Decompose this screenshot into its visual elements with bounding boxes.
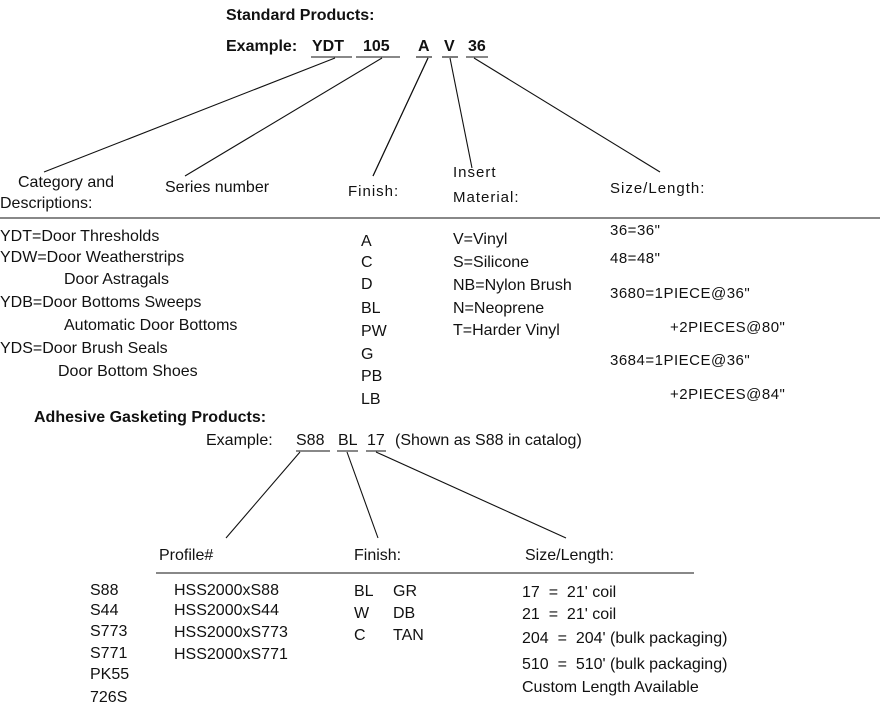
finish-item: BL [361, 300, 381, 317]
standard-example-label: Example: [226, 38, 298, 55]
size-item: 3684=1PIECE@36" [610, 352, 751, 369]
category-item: Door Astragals [64, 271, 169, 288]
insert-item: V=Vinyl [453, 231, 508, 248]
code-item: S88 [90, 582, 119, 599]
col-insert-line1: Insert [453, 164, 497, 181]
code-item: PK55 [90, 666, 130, 683]
adhesive-heading: Adhesive Gasketing Products: [34, 409, 267, 426]
pointer-profile [225, 451, 301, 539]
profile-item: HSS2000xS88 [174, 582, 279, 599]
finish-item: PB [361, 368, 383, 385]
code-item: 726S [90, 689, 128, 706]
col-adhesive-size: Size/Length: [525, 547, 614, 564]
col-category-line1: Category and [18, 174, 115, 191]
category-item: YDS=Door Brush Seals [0, 340, 168, 357]
adhesive-size-item: 204 = 204' (bulk packaging) [522, 630, 728, 647]
insert-item: S=Silicone [453, 254, 530, 271]
adhesive-part-finish: BL [338, 432, 358, 449]
standard-part-size: 36 [468, 38, 486, 55]
finish-item: C [361, 254, 373, 271]
adhesive-finish-item: TAN [393, 627, 424, 644]
adhesive-size-item: 510 = 510' (bulk packaging) [522, 656, 728, 673]
adhesive-part-profile: S88 [296, 432, 325, 449]
adhesive-finish-item: BL [354, 583, 374, 600]
pointer-finish-b [372, 57, 429, 177]
pointer-size [473, 57, 661, 173]
col-finish: Finish: [348, 183, 400, 200]
finish-item: PW [361, 323, 387, 340]
category-item: YDW=Door Weatherstrips [0, 249, 185, 266]
col-size: Size/Length: [610, 180, 706, 197]
pointer-insert [449, 57, 473, 169]
code-item: S44 [90, 602, 119, 619]
adhesive-finish-item: C [354, 627, 366, 644]
pointer-size-adhesive [375, 451, 567, 539]
adhesive-example-note: (Shown as S88 in catalog) [395, 432, 582, 449]
standard-part-series: 105 [363, 38, 390, 55]
size-item: 48=48" [610, 250, 661, 267]
col-series: Series number [165, 179, 270, 196]
pointer-finish-adhesive [346, 451, 379, 539]
size-item: +2PIECES@84" [670, 386, 786, 403]
adhesive-size-item: 17 = 21' coil [522, 584, 617, 601]
col-adhesive-finish: Finish: [354, 547, 402, 564]
pointer-series [184, 57, 383, 177]
insert-item: T=Harder Vinyl [453, 322, 560, 339]
size-item: +2PIECES@80" [670, 319, 786, 336]
standard-part-finish: A [418, 38, 430, 55]
standard-part-category: YDT [312, 38, 344, 55]
code-item: S771 [90, 645, 128, 662]
pointer-category [43, 57, 336, 173]
finish-item: G [361, 346, 374, 363]
col-insert-line2: Material: [453, 189, 520, 206]
standard-heading: Standard Products: [226, 7, 375, 24]
size-item: 36=36" [610, 222, 661, 239]
code-item: S773 [90, 623, 128, 640]
finish-item: LB [361, 391, 381, 408]
adhesive-size-item: Custom Length Available [522, 679, 699, 696]
adhesive-finish-item: DB [393, 605, 416, 622]
profile-item: HSS2000xS773 [174, 624, 288, 641]
category-item: YDB=Door Bottoms Sweeps [0, 294, 202, 311]
insert-item: N=Neoprene [453, 300, 545, 317]
col-category-line2: Descriptions: [0, 195, 93, 212]
profile-item: HSS2000xS44 [174, 602, 279, 619]
size-item: 3680=1PIECE@36" [610, 285, 751, 302]
adhesive-part-size: 17 [367, 432, 385, 449]
standard-part-insert: V [444, 38, 455, 55]
adhesive-example-label: Example: [206, 432, 273, 449]
category-item: Automatic Door Bottoms [64, 317, 238, 334]
adhesive-size-item: 21 = 21' coil [522, 606, 617, 623]
category-item: Door Bottom Shoes [58, 363, 198, 380]
adhesive-finish-item: W [354, 605, 370, 622]
insert-item: NB=Nylon Brush [453, 277, 572, 294]
finish-item: D [361, 276, 373, 293]
adhesive-finish-item: GR [393, 583, 417, 600]
finish-item: A [361, 233, 372, 250]
profile-item: HSS2000xS771 [174, 646, 288, 663]
col-profile: Profile# [159, 547, 214, 564]
category-item: YDT=Door Thresholds [0, 228, 160, 245]
